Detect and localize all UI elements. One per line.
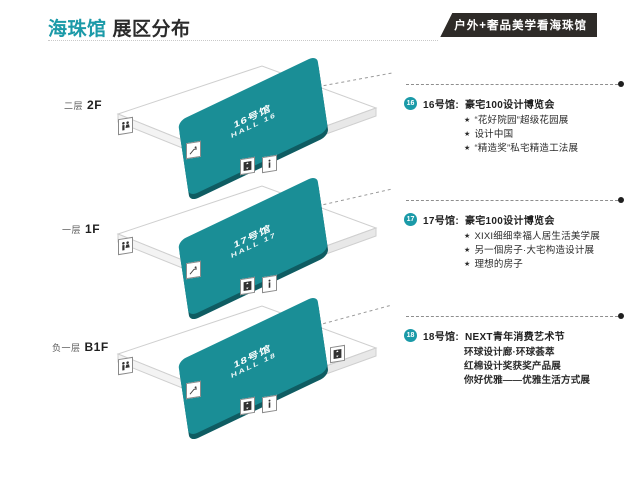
floor-level-2f[interactable]: 二层 2F 16号馆 HALL 16 (0, 55, 400, 197)
list-item: 另一個房子·大宅构造设计展 (404, 244, 635, 258)
page-title-accent: 海珠馆 (48, 19, 107, 40)
exhibition-floor-map: 海珠馆 展区分布 户外+奢品美学看海珠馆 二层 2F (0, 0, 635, 430)
floor-level-1f[interactable]: 一层 1F 17号馆 HALL 17 (0, 175, 400, 317)
elevator-icon (330, 344, 345, 364)
legend-rule (406, 84, 618, 85)
escalator-icon (186, 380, 201, 400)
floor-label-1f-cn: 一层 (62, 225, 82, 235)
isometric-scene: 二层 2F 16号馆 HALL 16 (0, 48, 400, 437)
legend-heading: 18 18号馆: NEXT青年消费艺术节 (404, 328, 635, 343)
floor-level-b1f[interactable]: 负一层 B1F 18号馆 HALL 18 (0, 295, 400, 437)
elevator-icon (240, 156, 255, 176)
elevator-icon (240, 276, 255, 296)
legend-rule (406, 316, 618, 317)
list-item: 你好优雅——优雅生活方式展 (464, 374, 591, 386)
list-item: “花好院园”超级花园展 (404, 114, 635, 128)
legend-title-18: NEXT青年消费艺术节 (464, 332, 565, 343)
list-item: XIXI细细幸福人居生活美学展 (404, 230, 635, 244)
restroom-icon (118, 236, 133, 256)
list-item: 设计中国 (404, 128, 635, 142)
restroom-icon (118, 116, 133, 136)
elevator-icon (240, 396, 255, 416)
legend-hall-16: 16号馆: (423, 100, 459, 111)
page-title-main: 展区分布 (112, 19, 191, 40)
legend-end-dot (618, 313, 624, 319)
legend-badge-16: 16 (404, 97, 417, 110)
floor-label-b1f-en: B1F (84, 340, 109, 354)
legend-hall-17: 17号馆: (423, 216, 459, 227)
legend-heading: 17 17号馆: 豪宅100设计博览会 (404, 212, 635, 227)
list-item: 理想的房子 (404, 258, 635, 272)
legend-items-18: 环球设计廊·环球荟萃 红棉设计奖获奖产品展 你好优雅——优雅生活方式展 (404, 346, 635, 387)
legend-items-16: “花好院园”超级花园展 设计中国 “精造奖”私宅精造工法展 (404, 114, 635, 155)
legend-panel: 16 16号馆: 豪宅100设计博览会 “花好院园”超级花园展 设计中国 “精造… (396, 48, 635, 430)
information-icon (262, 154, 277, 174)
legend-end-dot (618, 197, 624, 203)
page-title: 海珠馆 展区分布 (48, 14, 191, 41)
floor-label-1f: 一层 1F (62, 222, 100, 236)
legend-title-16: 豪宅100设计博览会 (464, 100, 555, 111)
escalator-icon (186, 260, 201, 280)
header-divider (48, 40, 438, 41)
list-item: 红棉设计奖获奖产品展 (464, 360, 562, 372)
floor-label-2f-cn: 二层 (64, 101, 84, 111)
page-header: 海珠馆 展区分布 户外+奢品美学看海珠馆 (0, 0, 635, 52)
tagline-badge: 户外+奢品美学看海珠馆 (440, 13, 597, 37)
floor-label-2f: 二层 2F (64, 98, 102, 112)
list-item: “精造奖”私宅精造工法展 (404, 142, 635, 156)
floor-label-b1f: 负一层 B1F (52, 340, 109, 354)
list-item: 环球设计廊·环球荟萃 (464, 347, 555, 358)
legend-title-17: 豪宅100设计博览会 (464, 216, 555, 227)
floor-label-1f-en: 1F (85, 222, 101, 236)
restroom-icon (118, 356, 133, 376)
legend-end-dot (618, 81, 624, 87)
legend-badge-17: 17 (404, 213, 417, 226)
information-icon (262, 394, 277, 414)
floor-label-2f-en: 2F (87, 98, 103, 112)
legend-hall-18: 18号馆: (423, 332, 459, 343)
legend-rule (406, 200, 618, 201)
information-icon (262, 274, 277, 294)
legend-items-17: XIXI细细幸福人居生活美学展 另一個房子·大宅构造设计展 理想的房子 (404, 230, 635, 271)
escalator-icon (186, 140, 201, 160)
legend-heading: 16 16号馆: 豪宅100设计博览会 (404, 96, 635, 111)
floor-label-b1f-cn: 负一层 (52, 343, 81, 353)
legend-badge-18: 18 (404, 329, 417, 342)
